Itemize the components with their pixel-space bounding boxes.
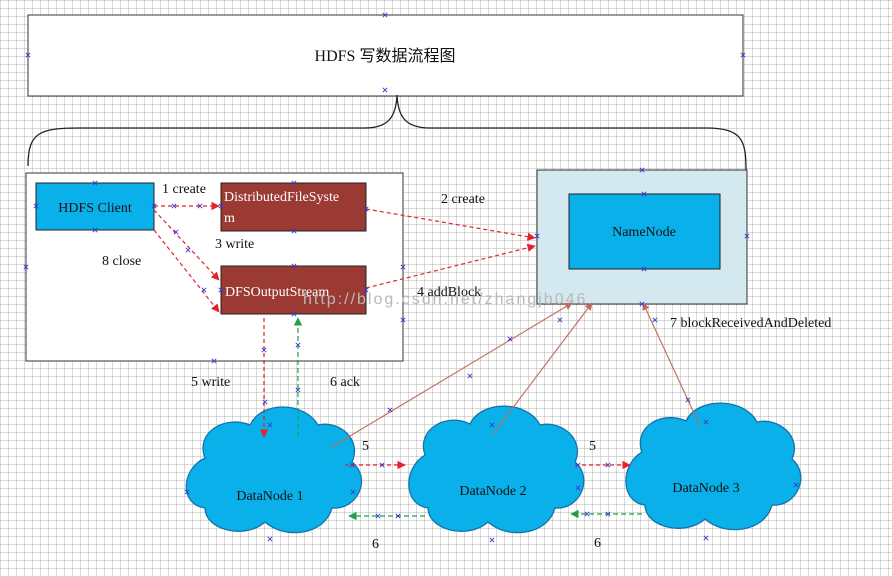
connection-point-marker [197,203,203,209]
datanode-3-label: DataNode 3 [672,481,739,496]
connection-point-marker [703,535,709,541]
connection-point-marker [793,482,799,488]
connection-point-marker [185,247,191,253]
distributed-filesystem-label-line1: DistributedFileSyste [224,190,339,205]
connection-point-marker [295,342,301,348]
label-step8: 8 close [102,254,141,269]
connection-point-marker [652,317,658,323]
arrow-4-addblock [365,243,536,289]
connection-point-marker [291,228,297,234]
connection-point-marker [151,203,157,209]
distributed-filesystem-box [220,182,367,232]
arrow-7-dn1-namenode [329,302,573,449]
label-step2: 2 create [441,192,485,207]
label-step6-ack: 6 ack [330,375,360,390]
label-step6-a: 6 [372,537,379,552]
connection-point-marker [605,462,611,468]
connection-point-marker [744,233,750,239]
label-step6-b: 6 [594,536,601,551]
connection-point-marker [639,301,645,307]
hdfs-client-label: HDFS Client [58,201,132,216]
title-box [27,14,744,97]
connection-point-marker [400,317,406,323]
arrow-7-dn3-namenode [642,302,701,427]
dfs-output-stream-box [220,265,367,315]
dfs-output-stream-label: DFSOutputStream [225,285,329,300]
distributed-filesystem-label-line2: m [224,211,235,226]
arrow-2-create [365,208,536,241]
label-step5-b: 5 [589,439,596,454]
connection-point-marker [267,422,273,428]
datanode-1-cloud [185,406,363,534]
connection-point-marker [575,485,581,491]
connection-point-marker [92,227,98,233]
connection-point-marker [171,203,177,209]
connection-point-marker [387,407,393,413]
connection-point-marker [605,511,611,517]
connection-point-marker [295,387,301,393]
diagram-title: HDFS 写数据流程图 [315,47,456,65]
connection-point-markers [23,12,799,543]
connection-point-marker [218,287,224,293]
connection-point-marker [584,511,590,517]
connection-point-marker [489,422,495,428]
connection-point-marker [400,264,406,270]
connection-point-marker [395,513,401,519]
connection-point-marker [218,203,224,209]
connection-point-marker [685,397,691,403]
connection-point-marker [375,513,381,519]
connection-point-marker [641,266,647,272]
connection-point-marker [740,52,746,58]
connection-point-marker [25,52,31,58]
namenode-label: NameNode [612,225,676,240]
connection-point-marker [291,263,297,269]
arrow-7-dn2-namenode [492,302,593,435]
connection-point-marker [641,191,647,197]
connection-point-marker [489,537,495,543]
connection-point-marker [639,167,645,173]
grouping-brace [27,94,747,171]
connection-point-marker [349,462,355,468]
datanode-3-cloud [625,402,802,531]
connection-point-marker [267,536,273,542]
connection-point-marker [507,336,513,342]
connection-point-marker [201,287,207,293]
connection-point-marker [92,180,98,186]
connection-point-marker [467,373,473,379]
connection-point-marker [211,358,217,364]
connection-point-marker [575,462,581,468]
connection-point-marker [382,87,388,93]
watermark: http://blog.csdn.net/zhangjb046 [303,291,587,308]
connection-point-marker [350,489,356,495]
connection-point-marker [291,311,297,317]
label-step7: 7 blockReceivedAndDeleted [670,316,831,331]
connection-point-marker [23,264,29,270]
datanode-2-cloud [408,405,585,534]
connection-point-marker [703,419,709,425]
label-step4: 4 addBlock [417,285,481,300]
connection-point-marker [382,12,388,18]
label-step5-a: 5 [362,439,369,454]
connection-point-marker [173,229,179,235]
label-step3: 3 write [215,237,254,252]
connection-point-marker [363,206,369,212]
connection-point-marker [261,347,267,353]
label-step5-write: 5 write [191,375,230,390]
label-step1: 1 create [162,182,206,197]
connection-point-marker [291,180,297,186]
connection-point-marker [557,317,563,323]
datanode-2-label: DataNode 2 [459,484,526,499]
connection-point-marker [184,489,190,495]
connection-point-marker [262,399,268,405]
connection-point-marker [33,203,39,209]
arrow-3-write [153,209,220,281]
arrow-8-close [153,229,220,313]
connection-point-marker [363,287,369,293]
connection-point-marker [379,462,385,468]
namenode-box [568,193,721,270]
datanode-1-label: DataNode 1 [236,489,303,504]
connection-point-marker [534,233,540,239]
